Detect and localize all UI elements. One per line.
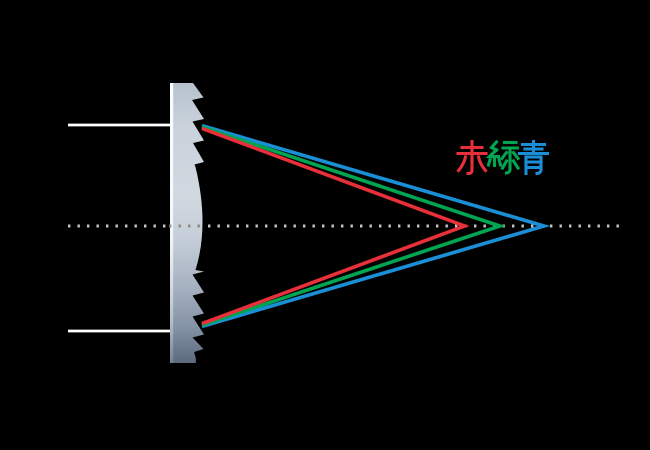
legend <box>456 139 550 176</box>
ray-blue <box>201 123 551 329</box>
ray-red <box>201 126 470 326</box>
ray-green <box>201 125 506 327</box>
kanji-red-char <box>456 139 488 176</box>
kanji-green-char <box>485 139 521 175</box>
kanji-blue-char <box>517 139 550 176</box>
lens-edge-highlight <box>170 83 174 363</box>
fresnel-lens <box>170 83 204 363</box>
